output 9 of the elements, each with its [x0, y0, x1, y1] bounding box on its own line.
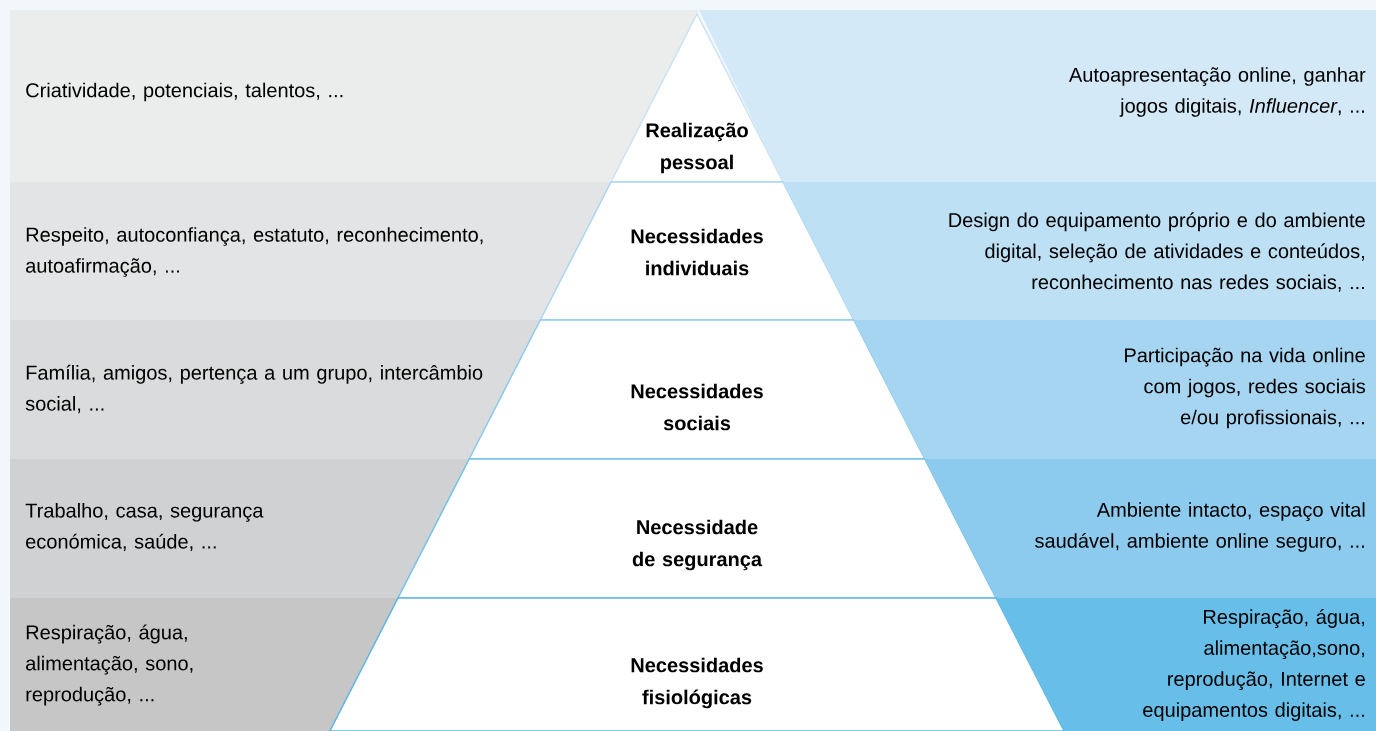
example-panel: Respiração, água, alimentação,sono, reprodução, Internet e equipamentos digitais, ... — [996, 598, 1376, 731]
category-panel: Trabalho, casa, segurança económica, saúde, ... — [10, 459, 470, 598]
category-panel: Família, amigos, pertença a um grupo, intercâmbio social, ... — [10, 320, 541, 459]
category-panel: Respeito, autoconfiança, estatuto, reconhecimento, autoafirmação, ... — [10, 182, 611, 320]
example-panel: Ambiente intacto, espaço vital saudável, ambiente online seguro, ... — [924, 459, 1376, 598]
category-panel: Respiração, água, alimentação, sono, reprodução, ... — [10, 598, 398, 731]
example-panel: Design do equipamento próprio e do ambiente digital, seleção de atividades e conteúdos, reconhecimento nas redes sociais, ... — [783, 182, 1376, 320]
pyramid-level: Necessidades individuais — [539, 181, 855, 321]
example-panel: Participação na vida online com jogos, redes sociais e/ou profissionais, ... — [853, 320, 1376, 459]
